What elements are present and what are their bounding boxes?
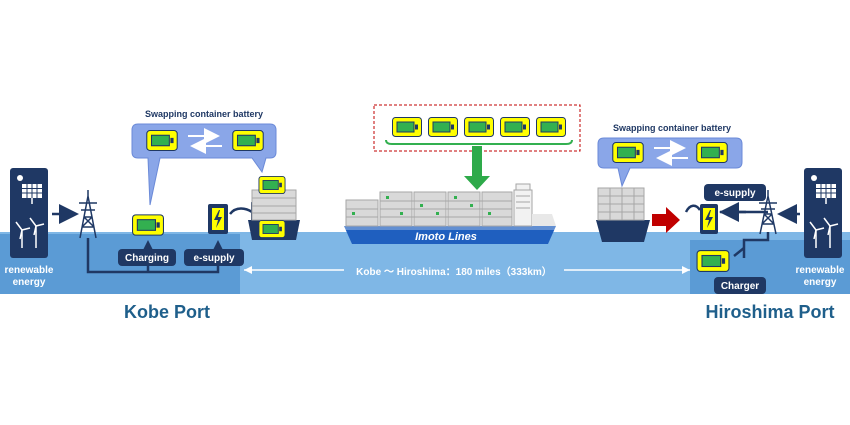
charging-label: Charging bbox=[125, 253, 169, 264]
left-swap-title: Swapping container battery bbox=[145, 109, 263, 119]
cargo-battery-2 bbox=[428, 117, 458, 137]
wind-turbine-icon-right bbox=[809, 217, 839, 248]
charging-badge bbox=[118, 249, 176, 266]
charging-battery-icon bbox=[132, 214, 164, 236]
swap-battery-left-b bbox=[232, 130, 264, 151]
plug-icon bbox=[229, 207, 253, 215]
load-arrow-down bbox=[464, 146, 490, 190]
right-ship bbox=[596, 187, 650, 242]
cargo-bracket bbox=[385, 139, 573, 145]
swap-battery-right-b bbox=[696, 142, 728, 163]
swap-battery-left-a bbox=[146, 130, 178, 151]
sun-icon bbox=[17, 175, 23, 181]
left-port-name: Kobe Port bbox=[124, 302, 210, 322]
cargo-battery-1 bbox=[392, 117, 422, 137]
route-label-bg bbox=[344, 264, 564, 278]
plug-icon-right bbox=[684, 204, 702, 213]
swap-arrows-icon-right bbox=[654, 140, 688, 166]
ev-charger-icon bbox=[208, 204, 228, 234]
left-energy-label-1: renewable bbox=[5, 265, 54, 276]
esupply-badge-right bbox=[704, 184, 766, 201]
route-label: Kobe ～ Hiroshima：180 miles（333km） bbox=[356, 265, 552, 278]
power-pylon-icon bbox=[79, 190, 97, 239]
solar-panel-icon-right bbox=[816, 184, 836, 204]
ship-battery-left-bottom bbox=[258, 220, 286, 238]
left-energy-label-2: energy bbox=[13, 277, 46, 288]
route-arrow-left bbox=[244, 266, 252, 274]
charger-badge bbox=[714, 277, 766, 294]
ship-name-label: Imoto Lines bbox=[415, 231, 477, 243]
ship-battery-left-top bbox=[258, 176, 286, 194]
power-pylon-icon-right bbox=[759, 190, 777, 235]
swap-arrows-icon bbox=[188, 128, 222, 154]
esupply-badge-left bbox=[184, 249, 244, 266]
cargo-battery-4 bbox=[500, 117, 530, 137]
right-port-name: Hiroshima Port bbox=[705, 302, 834, 322]
charger-label: Charger bbox=[721, 281, 759, 292]
left-ground bbox=[0, 160, 16, 164]
wind-turbine-icon bbox=[15, 217, 45, 248]
cargo-battery-3 bbox=[464, 117, 494, 137]
right-energy-label-2: energy bbox=[804, 277, 837, 288]
container-ship-icon bbox=[344, 183, 556, 244]
route-arrow-right bbox=[682, 266, 690, 274]
swap-battery-right-a bbox=[612, 142, 644, 163]
right-energy-panel bbox=[804, 168, 842, 258]
left-energy-panel bbox=[10, 168, 48, 258]
right-energy-label-1: renewable bbox=[796, 265, 845, 276]
ev-charger-icon-right bbox=[700, 204, 718, 234]
cargo-battery-5 bbox=[536, 117, 566, 137]
charger-battery-icon bbox=[696, 250, 730, 272]
esupply-label-left: e-supply bbox=[193, 253, 235, 264]
esupply-label-right: e-supply bbox=[714, 188, 756, 199]
wire-arrow-right-charger bbox=[733, 247, 745, 257]
red-arrow-right bbox=[652, 207, 680, 233]
solar-panel-icon bbox=[22, 184, 42, 204]
sun-icon-right bbox=[811, 175, 817, 181]
right-swap-title: Swapping container battery bbox=[613, 123, 731, 133]
